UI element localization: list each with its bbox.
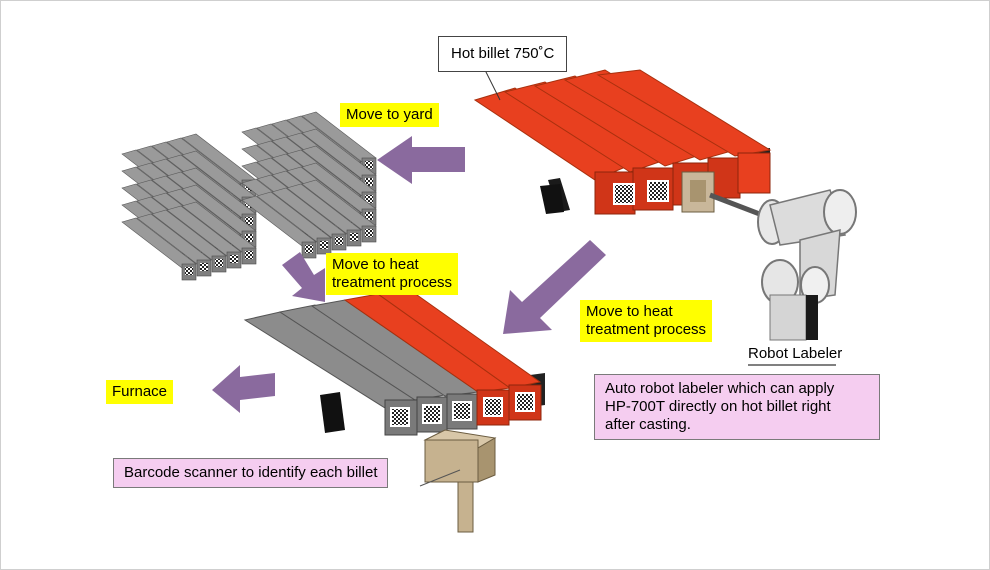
qr-code-icon (320, 241, 328, 249)
robot-labeler-description: Auto robot labeler which can apply HP-70… (594, 374, 880, 440)
move-to-yard-label: Move to yard (340, 103, 439, 127)
furnace-label: Furnace (106, 380, 174, 404)
qr-code-icon (452, 401, 472, 421)
robot-labeler-title: Robot Labeler (748, 345, 843, 362)
qr-code-icon (245, 251, 253, 259)
qr-code-icon (230, 255, 238, 263)
move-to-heat-left-label: Move to heat treatment process (326, 253, 459, 295)
heat-treatment-bed (243, 289, 545, 436)
robot-arm-icon (709, 189, 857, 341)
arrow-icon (212, 136, 606, 413)
qr-code-icon (185, 267, 193, 275)
qr-code-icon (305, 245, 313, 253)
barcode-scanner-description: Barcode scanner to identify each billet (113, 458, 389, 488)
qr-code-icon (422, 404, 442, 424)
qr-code-icon (647, 180, 669, 202)
qr-code-icon (390, 407, 410, 427)
hot-billet-bed (473, 69, 772, 215)
qr-code-icon (350, 233, 358, 241)
qr-code-icon (365, 212, 373, 220)
qr-code-icon (365, 195, 373, 203)
qr-code-icon (613, 183, 635, 205)
qr-code-icon (365, 161, 373, 169)
yard-billet-stacks (121, 111, 377, 281)
qr-code-icon (365, 229, 373, 237)
qr-code-icon (245, 234, 253, 242)
move-to-heat-right-label: Move to heat treatment process (580, 300, 713, 342)
qr-code-icon (215, 259, 223, 267)
qr-code-icon (200, 263, 208, 271)
barcode-scanner-icon (419, 429, 497, 533)
qr-code-icon (335, 237, 343, 245)
qr-code-icon (515, 392, 535, 412)
qr-code-icon (483, 397, 503, 417)
qr-code-icon (365, 178, 373, 186)
qr-code-icon (245, 217, 253, 225)
hot-billet-label: Hot billet 750˚C (438, 36, 568, 72)
